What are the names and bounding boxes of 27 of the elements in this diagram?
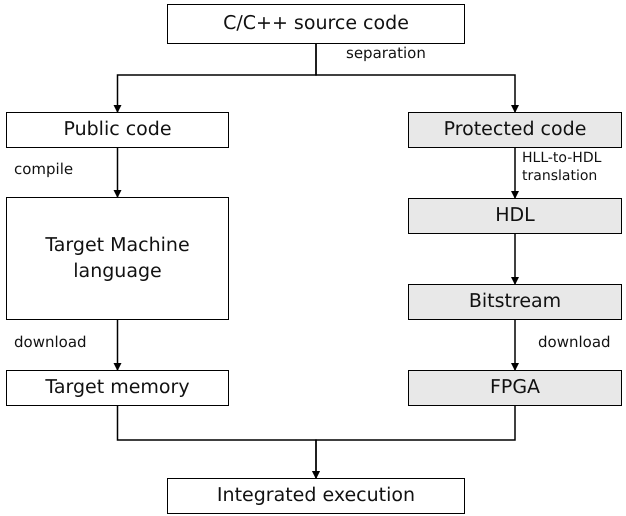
process-box	[6, 370, 229, 406]
arrow	[315, 44, 519, 113]
process-box	[408, 284, 622, 320]
process-box	[6, 112, 229, 148]
process-box	[6, 197, 229, 320]
arrow	[511, 234, 519, 285]
arrow	[511, 148, 519, 199]
box-label: Protected code	[444, 117, 586, 142]
process-box	[167, 478, 465, 514]
process-box	[408, 112, 622, 148]
process-box	[167, 4, 465, 44]
box-label: Target memory	[45, 375, 190, 400]
process-box	[408, 198, 622, 234]
arrow	[114, 148, 122, 198]
arrow	[312, 406, 516, 479]
box-label: C/C++ source code	[223, 11, 409, 36]
box-label: Target Machine language	[44, 232, 191, 284]
box-label: Bitstream	[468, 289, 562, 314]
box-label: HDL	[495, 203, 535, 228]
box-label: Integrated execution	[216, 483, 416, 508]
edge-label: separation	[346, 44, 426, 63]
edge-label: compile	[14, 160, 74, 179]
arrow	[511, 320, 519, 371]
process-box	[408, 370, 622, 406]
arrow	[114, 320, 122, 371]
box-label: Public code	[63, 117, 172, 142]
box-label: FPGA	[490, 375, 540, 400]
